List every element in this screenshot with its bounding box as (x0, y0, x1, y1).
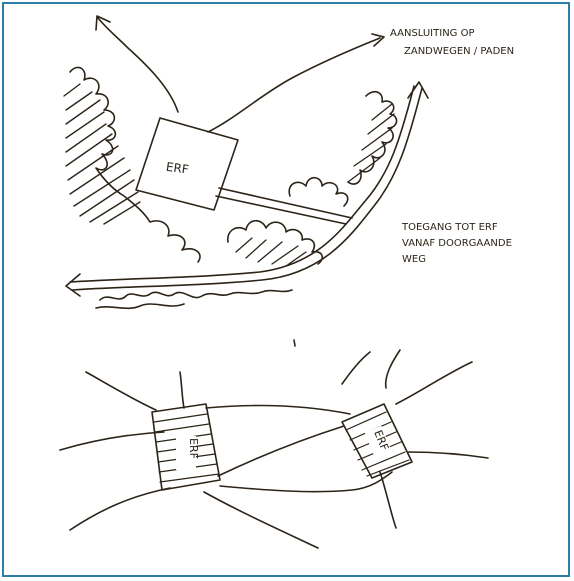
bottom-sketch: ERF ERF (60, 350, 488, 548)
access-label-line1: TOEGANG TOT ERF (401, 222, 498, 233)
road-arrow-west (66, 274, 80, 296)
top-sketch: ERF AANSLUITING OP ZANDWEGEN / PADEN TOE… (64, 16, 514, 308)
net-line-11 (408, 452, 488, 458)
path-northwest (98, 18, 178, 112)
access-road-a (219, 188, 352, 218)
path-northeast (208, 38, 380, 132)
net-line-2 (180, 372, 184, 408)
net-line-4 (70, 488, 170, 530)
main-road-a (70, 86, 414, 282)
net-line-6 (218, 426, 344, 476)
erf-top-label: ERF (165, 160, 190, 177)
net-line-9 (342, 352, 370, 384)
net-line-1 (86, 372, 156, 410)
net-line-5 (206, 406, 350, 414)
net-line-7 (220, 472, 392, 492)
access-road-b (216, 196, 346, 224)
treeline-center (228, 221, 322, 264)
net-line-13 (386, 350, 400, 388)
main-road-b (72, 88, 422, 290)
erf-bottom-left-label: ERF (187, 438, 200, 459)
net-line-10 (396, 362, 472, 404)
access-label-line2: VANAF DOORGAANDE (402, 238, 512, 249)
scribble-bottom (100, 290, 292, 300)
net-line-12 (380, 472, 396, 528)
connection-label-line1: AANSLUITING OP (390, 28, 475, 39)
net-line-8 (204, 492, 318, 548)
center-mark (294, 340, 295, 346)
connection-label-line2: ZANDWEGEN / PADEN (404, 46, 514, 57)
net-line-3 (60, 432, 164, 450)
scribble-bottom-2 (96, 304, 184, 308)
treeline-right (289, 178, 348, 206)
access-label-line3: WEG (402, 254, 426, 265)
